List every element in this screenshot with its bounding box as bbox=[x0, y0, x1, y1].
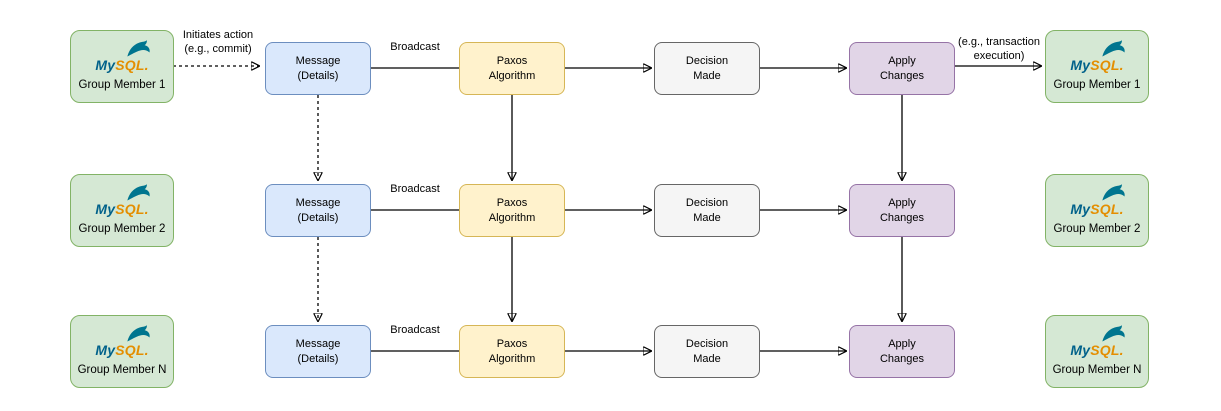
group-member-right-1: MySQL. Group Member 1 bbox=[1045, 30, 1149, 103]
label-initiates-action: Initiates action (e.g., commit) bbox=[182, 29, 254, 55]
decision-node-row1: Decision Made bbox=[654, 42, 760, 95]
mysql-dolphin-icon bbox=[1102, 184, 1125, 201]
mysql-dolphin-icon bbox=[1102, 40, 1125, 57]
group-member-right-n: MySQL. Group Member N bbox=[1045, 315, 1149, 388]
mysql-dolphin-icon bbox=[1102, 325, 1125, 342]
mysql-wordmark: MySQL. bbox=[1061, 341, 1133, 359]
mysql-wordmark: MySQL. bbox=[86, 200, 158, 218]
mysql-wordmark-my: My bbox=[1070, 200, 1091, 217]
mysql-logo: MySQL. bbox=[86, 38, 158, 74]
mysql-logo: MySQL. bbox=[1061, 38, 1133, 74]
member-label: Group Member N bbox=[1052, 364, 1142, 377]
mysql-wordmark-sql: SQL. bbox=[115, 56, 149, 73]
group-member-right-2: MySQL. Group Member 2 bbox=[1045, 174, 1149, 247]
mysql-dolphin-icon bbox=[127, 325, 150, 342]
label-broadcast-row2: Broadcast bbox=[390, 183, 440, 195]
member-label: Group Member 1 bbox=[1053, 79, 1141, 92]
mysql-wordmark-sql: SQL. bbox=[1090, 200, 1124, 217]
mysql-wordmark-sql: SQL. bbox=[115, 341, 149, 358]
mysql-wordmark: MySQL. bbox=[86, 341, 158, 359]
mysql-wordmark-my: My bbox=[1070, 341, 1091, 358]
apply-node-row3: Apply Changes bbox=[849, 325, 955, 378]
mysql-wordmark: MySQL. bbox=[1061, 200, 1133, 218]
apply-node-row1: Apply Changes bbox=[849, 42, 955, 95]
paxos-node-row1: Paxos Algorithm bbox=[459, 42, 565, 95]
group-member-left-n: MySQL. Group Member N bbox=[70, 315, 174, 388]
label-broadcast-row3: Broadcast bbox=[390, 324, 440, 336]
mysql-logo: MySQL. bbox=[86, 182, 158, 218]
mysql-wordmark-my: My bbox=[95, 200, 116, 217]
mysql-logo: MySQL. bbox=[1061, 323, 1133, 359]
apply-node-row2: Apply Changes bbox=[849, 184, 955, 237]
mysql-wordmark: MySQL. bbox=[86, 56, 158, 74]
mysql-wordmark-my: My bbox=[95, 341, 116, 358]
message-node-row1: Message (Details) bbox=[265, 42, 371, 95]
member-label: Group Member 2 bbox=[1053, 223, 1141, 236]
mysql-wordmark-my: My bbox=[95, 56, 116, 73]
mysql-wordmark: MySQL. bbox=[1061, 56, 1133, 74]
decision-node-row2: Decision Made bbox=[654, 184, 760, 237]
mysql-wordmark-sql: SQL. bbox=[115, 200, 149, 217]
member-label: Group Member 2 bbox=[78, 223, 166, 236]
member-label: Group Member 1 bbox=[78, 79, 166, 92]
mysql-wordmark-sql: SQL. bbox=[1090, 56, 1124, 73]
paxos-node-row2: Paxos Algorithm bbox=[459, 184, 565, 237]
decision-node-row3: Decision Made bbox=[654, 325, 760, 378]
mysql-logo: MySQL. bbox=[1061, 182, 1133, 218]
label-broadcast-row1: Broadcast bbox=[390, 41, 440, 53]
mysql-logo: MySQL. bbox=[86, 323, 158, 359]
paxos-node-row3: Paxos Algorithm bbox=[459, 325, 565, 378]
group-member-left-1: MySQL. Group Member 1 bbox=[70, 30, 174, 103]
mysql-dolphin-icon bbox=[127, 40, 150, 57]
mysql-wordmark-sql: SQL. bbox=[1090, 341, 1124, 358]
mysql-wordmark-my: My bbox=[1070, 56, 1091, 73]
message-node-row2: Message (Details) bbox=[265, 184, 371, 237]
message-node-row3: Message (Details) bbox=[265, 325, 371, 378]
member-label: Group Member N bbox=[77, 364, 167, 377]
label-transaction-execution: (e.g., transaction execution) bbox=[958, 36, 1040, 62]
group-member-left-2: MySQL. Group Member 2 bbox=[70, 174, 174, 247]
mysql-dolphin-icon bbox=[127, 184, 150, 201]
